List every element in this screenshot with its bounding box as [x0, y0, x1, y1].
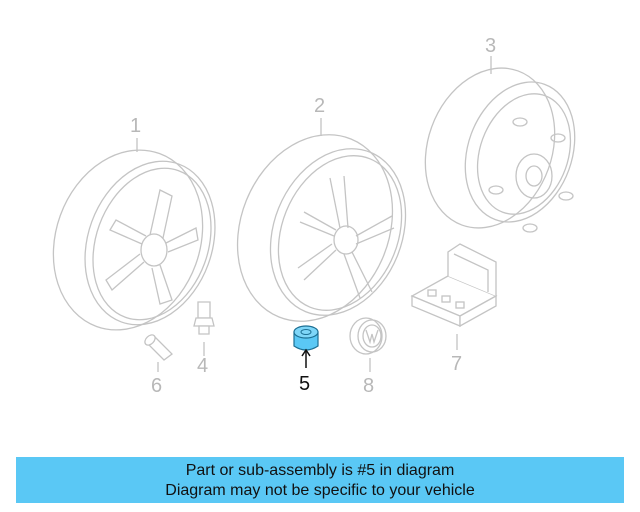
callout-7[interactable]: 7 [451, 353, 462, 375]
info-banner: Part or sub-assembly is #5 in diagram Di… [16, 457, 624, 503]
lug-bolt-part-4[interactable] [193, 301, 215, 356]
valve-stem-part-6[interactable] [143, 333, 173, 372]
callout-2[interactable]: 2 [314, 95, 325, 117]
callout-3[interactable]: 3 [485, 35, 496, 57]
wheel-part-1[interactable] [29, 129, 237, 351]
callout-6[interactable]: 6 [151, 375, 162, 397]
wheel-part-3[interactable] [404, 50, 594, 247]
callout-1[interactable]: 1 [130, 115, 141, 137]
callout-8[interactable]: 8 [363, 375, 374, 397]
callout-4[interactable]: 4 [197, 355, 208, 377]
cap-part-5[interactable] [293, 325, 319, 368]
lock-kit-part-7[interactable] [410, 243, 498, 350]
parts-diagram: 1 2 3 4 [29, 35, 594, 397]
banner-line-2: Diagram may not be specific to your vehi… [165, 482, 475, 499]
banner-line-1: Part or sub-assembly is #5 in diagram [185, 462, 455, 479]
wheel-part-2[interactable] [210, 111, 429, 344]
callout-5[interactable]: 5 [299, 373, 310, 395]
emblem-cap-part-8[interactable] [349, 317, 387, 372]
